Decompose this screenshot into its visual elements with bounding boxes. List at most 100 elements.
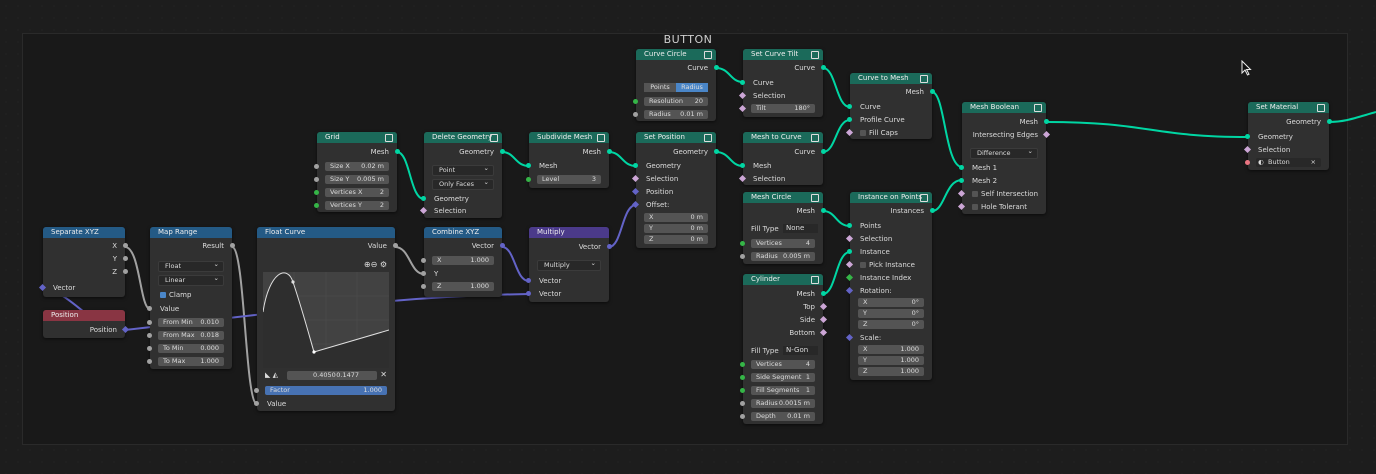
node-map-range[interactable]: Map Range Result Float Linear Clamp Valu… xyxy=(147,227,235,369)
node-instance-on-points[interactable]: Instance on Points Instances Points Sele… xyxy=(845,192,935,380)
output-socket-curve[interactable] xyxy=(821,149,826,154)
mode-radius[interactable]: Radius xyxy=(676,83,708,92)
output-socket-value[interactable] xyxy=(393,243,398,248)
input-socket-side-segments[interactable] xyxy=(740,375,745,380)
fill-type-dropdown[interactable]: N-Gon xyxy=(783,346,818,355)
input-socket-material[interactable] xyxy=(1245,160,1250,165)
output-socket-mesh[interactable] xyxy=(395,149,400,154)
pick-instance-checkbox[interactable] xyxy=(860,262,866,268)
output-socket-geometry[interactable] xyxy=(714,149,719,154)
input-socket-value[interactable] xyxy=(254,401,259,406)
input-socket-vertices[interactable] xyxy=(740,241,745,246)
input-socket-geometry[interactable] xyxy=(1245,134,1250,139)
node-header[interactable]: Separate XYZ xyxy=(43,227,125,238)
operation-dropdown[interactable]: Multiply xyxy=(537,259,601,271)
input-socket-x[interactable] xyxy=(421,258,426,263)
node-set-material[interactable]: Set Material Geometry Geometry Selection… xyxy=(1243,102,1332,170)
node-delete-geometry[interactable]: Delete Geometry Geometry Point Only Face… xyxy=(419,132,505,218)
node-set-curve-tilt[interactable]: Set Curve Tilt Curve Curve Selection Til… xyxy=(738,49,826,117)
node-mesh-boolean[interactable]: Mesh Boolean Mesh Intersecting Edges Dif… xyxy=(957,102,1051,214)
node-multiply[interactable]: Multiply Vector Multiply Vector Vector xyxy=(526,227,612,302)
output-socket-mesh[interactable] xyxy=(821,208,826,213)
delete-point-icon[interactable]: ✕ xyxy=(380,370,387,379)
node-header[interactable]: Delete Geometry xyxy=(424,132,502,143)
mode-points[interactable]: Points xyxy=(644,83,676,92)
options-icon[interactable]: ⚙ xyxy=(379,260,387,269)
operation-dropdown[interactable]: Difference xyxy=(970,147,1038,159)
output-socket-geometry[interactable] xyxy=(1327,119,1332,124)
input-socket-profile-curve[interactable] xyxy=(847,117,852,122)
interpolation-dropdown[interactable]: Linear xyxy=(158,274,224,286)
node-header[interactable]: Set Curve Tilt xyxy=(743,49,823,60)
input-socket-geometry[interactable] xyxy=(633,163,638,168)
hole-tolerant-checkbox[interactable] xyxy=(972,204,978,210)
input-socket-to-min[interactable] xyxy=(147,346,152,351)
clear-material-button[interactable]: × xyxy=(1310,158,1316,166)
input-socket-from-max[interactable] xyxy=(147,333,152,338)
node-mesh-to-curve[interactable]: Mesh to Curve Curve Mesh Selection xyxy=(738,132,826,185)
input-socket-geometry[interactable] xyxy=(421,196,426,201)
output-socket-result[interactable] xyxy=(230,243,235,248)
input-socket-curve[interactable] xyxy=(740,80,745,85)
node-header[interactable]: Multiply xyxy=(529,227,609,238)
node-header[interactable]: Map Range xyxy=(150,227,232,238)
input-socket-vertices-y[interactable] xyxy=(314,203,319,208)
input-socket-mesh-1[interactable] xyxy=(959,165,964,170)
output-socket-mesh[interactable] xyxy=(821,291,826,296)
output-socket-geometry[interactable] xyxy=(500,149,505,154)
output-socket-curve[interactable] xyxy=(821,65,826,70)
output-socket-mesh[interactable] xyxy=(607,149,612,154)
input-socket-radius[interactable] xyxy=(740,254,745,259)
curve-editor[interactable] xyxy=(263,272,389,368)
input-socket-from-min[interactable] xyxy=(147,320,152,325)
input-socket-resolution[interactable] xyxy=(633,99,638,104)
input-socket-mesh[interactable] xyxy=(526,163,531,168)
auto-handle-icon[interactable]: ◭ xyxy=(272,371,279,379)
node-header[interactable]: Curve to Mesh xyxy=(850,73,932,84)
node-header[interactable]: Position xyxy=(43,310,125,321)
node-separate-xyz[interactable]: Separate XYZ X Y Z Vector xyxy=(38,227,128,297)
clamp-checkbox[interactable] xyxy=(160,292,166,298)
input-socket-to-max[interactable] xyxy=(147,359,152,364)
input-socket-z[interactable] xyxy=(421,284,426,289)
zoom-out-icon[interactable]: ⊖ xyxy=(370,260,378,269)
self-intersection-checkbox[interactable] xyxy=(972,191,978,197)
fill-caps-checkbox[interactable] xyxy=(860,130,866,136)
input-socket-radius[interactable] xyxy=(633,112,638,117)
zoom-in-icon[interactable]: ⊕ xyxy=(363,260,371,269)
handle-tools[interactable]: ◣ ◭ xyxy=(265,371,278,379)
domain-dropdown[interactable]: Point xyxy=(432,164,494,176)
input-socket-size-y[interactable] xyxy=(314,177,319,182)
node-header[interactable]: Float Curve xyxy=(257,227,395,238)
input-socket-points[interactable] xyxy=(847,223,852,228)
output-socket-z[interactable] xyxy=(123,269,128,274)
output-socket-vector[interactable] xyxy=(607,244,612,249)
data-type-dropdown[interactable]: Float xyxy=(158,260,224,272)
input-socket-mesh[interactable] xyxy=(740,163,745,168)
input-socket-factor[interactable] xyxy=(254,388,259,393)
